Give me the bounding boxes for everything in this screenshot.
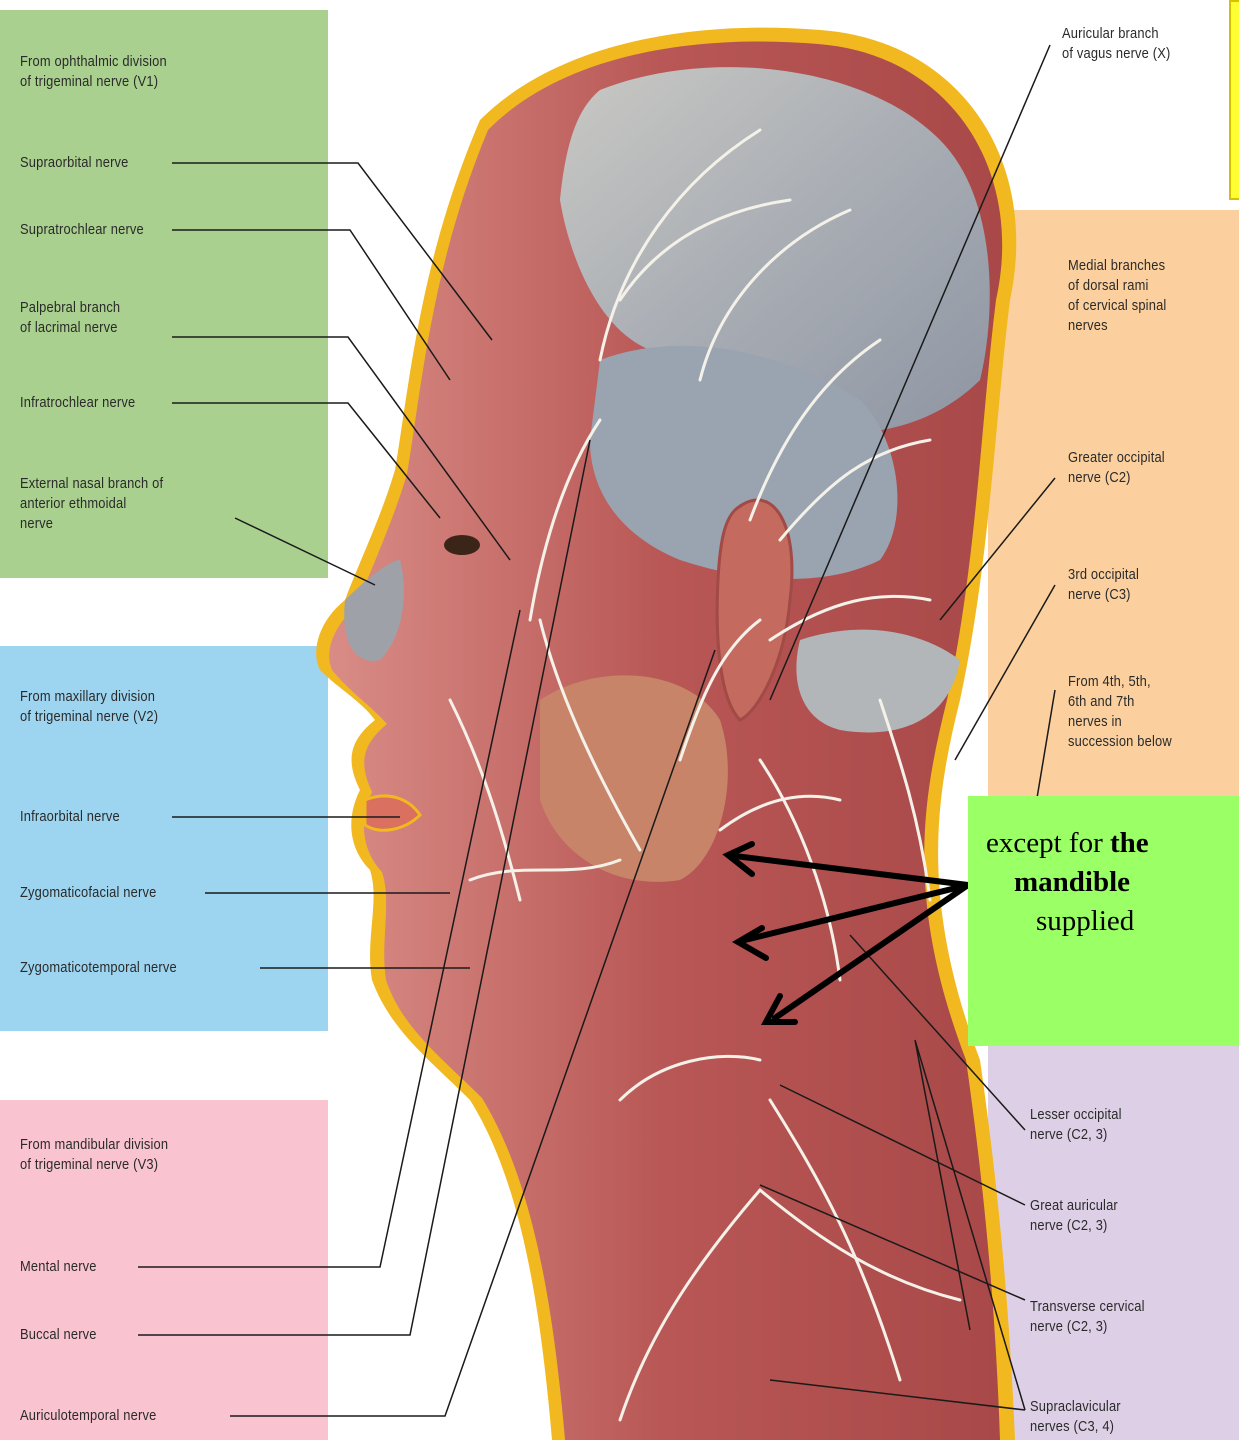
label-transverse-cervical-nerve: Transverse cervical nerve (C2, 3) bbox=[1030, 1297, 1145, 1337]
label-auricular-branch-vagus: Auricular branch of vagus nerve (X) bbox=[1062, 24, 1170, 64]
label-buccal-nerve: Buccal nerve bbox=[20, 1325, 97, 1345]
highlight-box bbox=[1229, 0, 1239, 200]
label-supraclavicular-nerves: Supraclavicular nerves (C3, 4) bbox=[1030, 1397, 1121, 1437]
label-lesser-occipital-nerve: Lesser occipital nerve (C2, 3) bbox=[1030, 1105, 1122, 1145]
callout-line2-bold: mandible bbox=[1014, 866, 1130, 898]
label-great-auricular-nerve: Great auricular nerve (C2, 3) bbox=[1030, 1196, 1118, 1236]
label-palpebral-branch: Palpebral branch of lacrimal nerve bbox=[20, 298, 120, 338]
label-zygomaticofacial-nerve: Zygomaticofacial nerve bbox=[20, 883, 156, 903]
label-ophthalmic-header: From ophthalmic division of trigeminal n… bbox=[20, 52, 167, 92]
callout-line1-bold: the bbox=[1110, 827, 1149, 859]
label-infratrochlear-nerve: Infratrochlear nerve bbox=[20, 393, 135, 413]
label-external-nasal-branch: External nasal branch of anterior ethmoi… bbox=[20, 474, 163, 534]
label-third-occipital-nerve: 3rd occipital nerve (C3) bbox=[1068, 565, 1139, 605]
eye bbox=[444, 535, 480, 555]
label-mental-nerve: Mental nerve bbox=[20, 1257, 97, 1277]
label-medial-dorsal-rami: Medial branches of dorsal rami of cervic… bbox=[1068, 256, 1166, 336]
label-mandibular-header: From mandibular division of trigeminal n… bbox=[20, 1135, 168, 1175]
callout-line1-prefix: except for bbox=[986, 827, 1110, 859]
label-supraorbital-nerve: Supraorbital nerve bbox=[20, 153, 129, 173]
callout-text: except for the mandible supplied bbox=[968, 824, 1239, 941]
callout-line3: supplied bbox=[1036, 905, 1134, 937]
leader-external-nasal bbox=[235, 518, 375, 585]
label-supratrochlear-nerve: Supratrochlear nerve bbox=[20, 220, 144, 240]
label-fourth-to-seventh-nerves: From 4th, 5th, 6th and 7th nerves in suc… bbox=[1068, 672, 1172, 752]
callout-box: except for the mandible supplied bbox=[968, 796, 1239, 1046]
label-auriculotemporal-nerve: Auriculotemporal nerve bbox=[20, 1406, 156, 1426]
label-infraorbital-nerve: Infraorbital nerve bbox=[20, 807, 120, 827]
leader-fourth-seventh bbox=[1035, 690, 1055, 810]
label-maxillary-header: From maxillary division of trigeminal ne… bbox=[20, 687, 158, 727]
label-greater-occipital-nerve: Greater occipital nerve (C2) bbox=[1068, 448, 1165, 488]
label-zygomaticotemporal-nerve: Zygomaticotemporal nerve bbox=[20, 958, 177, 978]
leader-supratrochlear bbox=[172, 230, 450, 380]
